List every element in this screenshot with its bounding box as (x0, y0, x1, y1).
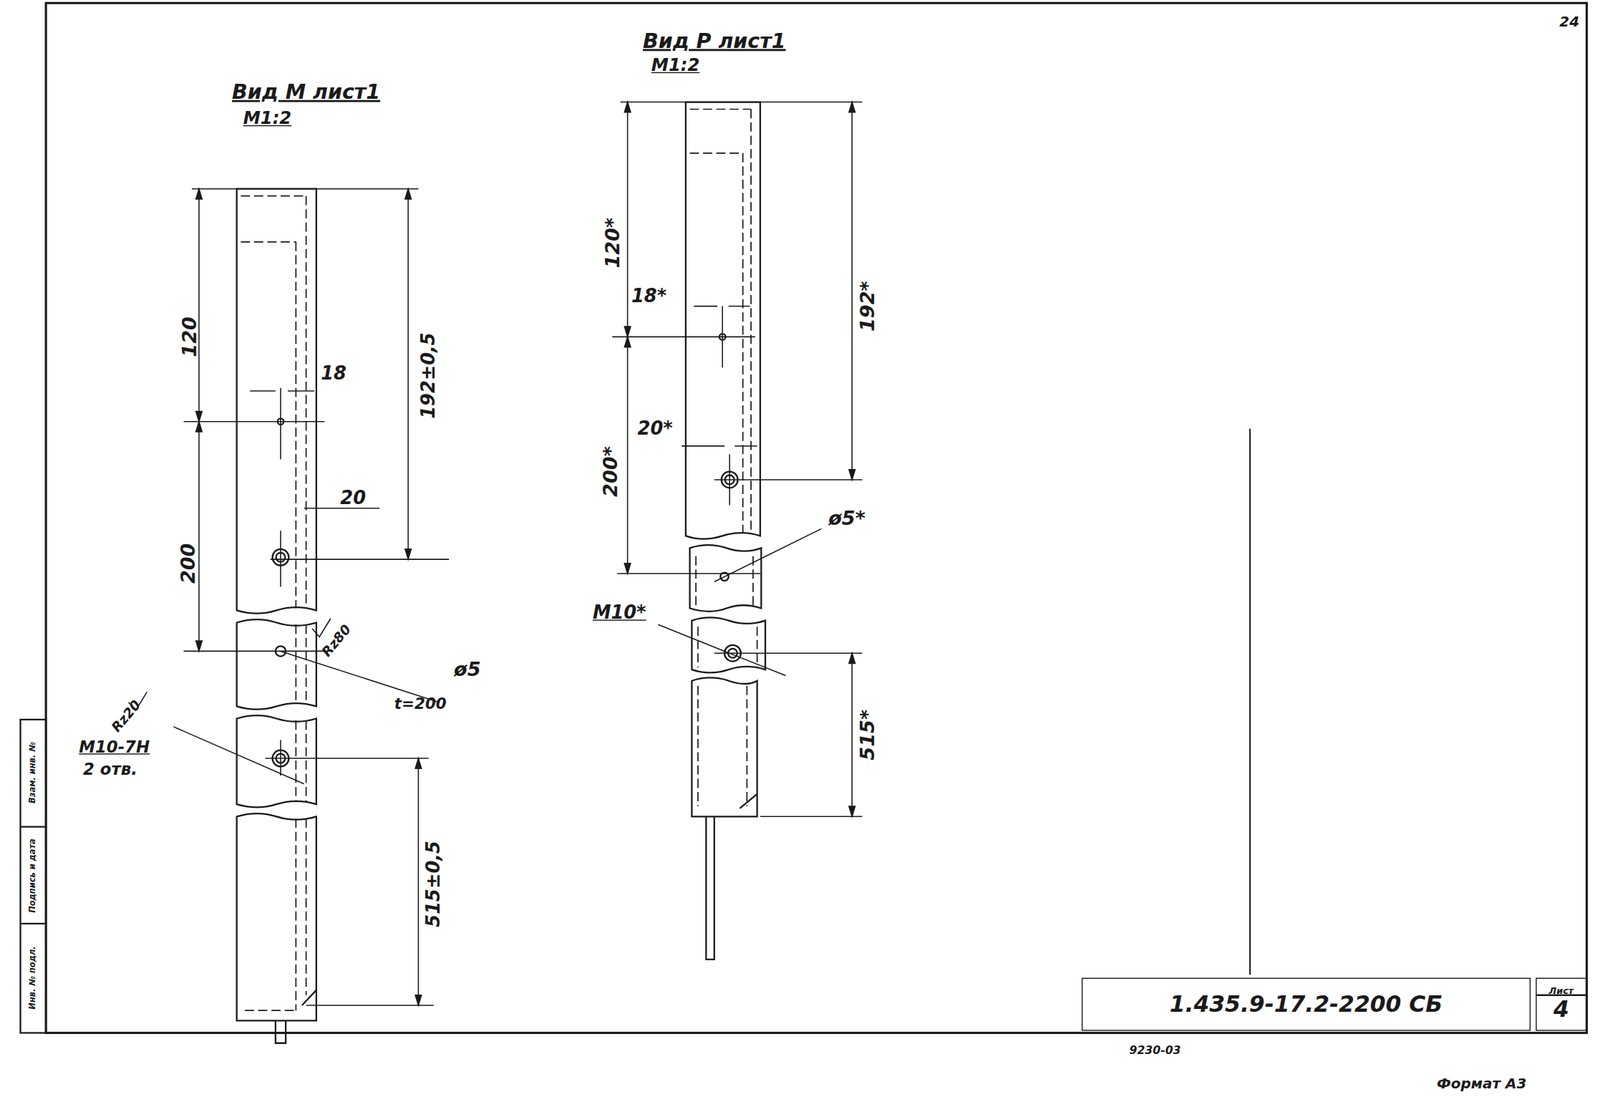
sheet-frame (45, 2, 1587, 1033)
designation-cell: 1.435.9-17.2-2200 СБ (1081, 977, 1531, 1031)
drawing-note: Взам. инв. № (29, 741, 39, 804)
profile-view-p (685, 102, 766, 960)
view-title: Вид М лист1 (231, 80, 381, 104)
dimension-value: 120* (601, 217, 623, 269)
drawing-note: M10* (592, 602, 647, 623)
sheet-cell: Лист4 (1535, 977, 1587, 1031)
cell-text: 1.435.9-17.2-2200 СБ (1169, 991, 1443, 1016)
drawing-note: Формат А3 (1436, 1075, 1527, 1092)
drawing-note: 18* (631, 285, 667, 306)
drawing-note: t=200 (394, 695, 447, 714)
dimension-value: 515* (856, 709, 879, 761)
drawing-note: 24 (1559, 14, 1580, 31)
view-title: М1:2 (651, 55, 701, 76)
dimension-value: 200 (176, 543, 199, 585)
cell-value: 4 (1553, 996, 1570, 1021)
side-stamp (20, 719, 47, 1034)
drawing-note: 18 (320, 363, 347, 384)
view-title: М1:2 (243, 108, 293, 129)
drawing-note: 9230-03 (1129, 1045, 1182, 1058)
dimension-value: Rz20 (109, 697, 144, 736)
drawing-note: Подпись и дата (29, 838, 39, 913)
drawing-note: 20* (637, 418, 673, 439)
profile-view-m (236, 188, 317, 1044)
dimension-value: 515±0,5 (423, 840, 444, 928)
dimension-value: 120 (178, 316, 201, 358)
drawing-note: Инв. № подл. (29, 945, 39, 1009)
dimension-value: 200* (599, 445, 621, 497)
drawing-note: ø5* (828, 507, 866, 530)
drawing-note: 20 (340, 487, 366, 508)
dimension-value: 192±0,5 (418, 332, 439, 419)
cell-text: Лист (1548, 986, 1574, 997)
drawing-note: 2 отв. (83, 760, 138, 779)
drawing-note: M10-7H (78, 738, 150, 756)
drawing-note: ø5 (453, 658, 481, 681)
dimensions-view-p (612, 102, 862, 817)
dimensions-view-m (128, 188, 450, 1006)
view-title: Вид Р лист1 (642, 29, 787, 52)
dimension-value: 192* (856, 280, 879, 332)
